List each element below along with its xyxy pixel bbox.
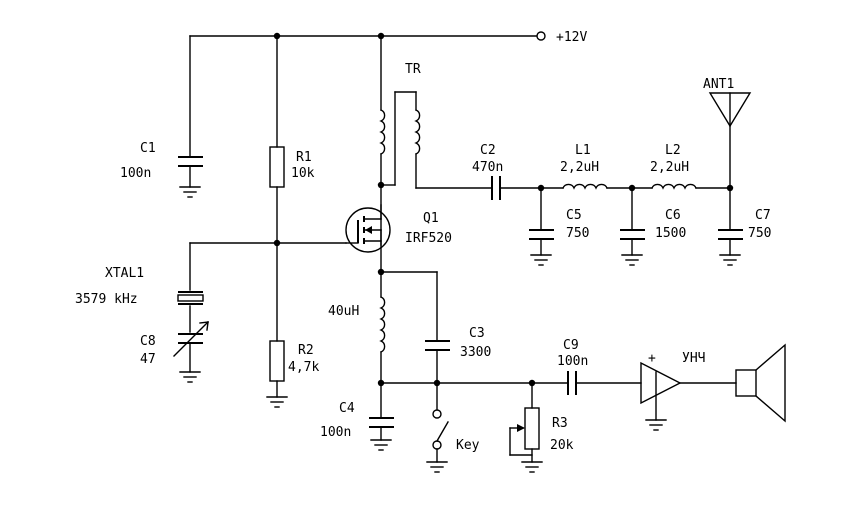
q1-mosfet: Q1 IRF520 [345,204,452,273]
c6-capacitor: C6 1500 [620,187,686,266]
c7-capacitor: C7 750 [718,187,771,266]
r2-resistor: R2 4,7k [266,242,319,408]
r2-ref: R2 [298,343,314,358]
supply-terminal [536,31,546,41]
c1-ref: C1 [140,141,156,156]
c8-trimmer-capacitor: C8 47 [140,321,209,383]
speaker [735,343,786,423]
ant1-ref: ANT1 [703,77,734,92]
choke-40uh: 40uH [328,271,386,384]
amp-plus: + [648,351,656,366]
supply-label: +12V [556,30,587,45]
key-label: Key [456,438,480,453]
c1-value: 100n [120,166,151,181]
c2-ref: C2 [480,143,496,158]
amp-label: УНЧ [682,351,705,366]
c6-ref: C6 [665,208,681,223]
ant1-antenna: ANT1 [703,77,752,189]
c8-value: 47 [140,352,156,367]
l1-value: 2,2uH [560,160,599,175]
c2-capacitor: C2 470n [472,143,564,200]
l1-inductor: L1 2,2uH [560,143,653,190]
xtal1-crystal: XTAL1 3579 kHz [75,242,204,333]
l1-ref: L1 [575,143,591,158]
xtal1-ref: XTAL1 [105,266,144,281]
c4-ref: C4 [339,401,355,416]
r1-ref: R1 [296,150,312,165]
tr-transformer: TR [377,35,492,246]
c7-value: 750 [748,226,771,241]
c3-value: 3300 [460,345,491,360]
r3-ref: R3 [552,416,568,431]
c5-capacitor: C5 750 [529,187,589,266]
audio-amplifier: + УНЧ [640,351,737,431]
c2-value: 470n [472,160,503,175]
c4-value: 100n [320,425,351,440]
c1-capacitor: C1 100n [120,141,203,198]
c5-value: 750 [566,226,589,241]
xtal1-value: 3579 kHz [75,292,138,307]
r1-value: 10k [291,166,315,181]
key-switch: Key [426,382,480,473]
c9-ref: C9 [563,338,579,353]
c3-ref: C3 [469,326,485,341]
c4-capacitor: C4 100n [320,382,394,451]
c5-ref: C5 [566,208,582,223]
c6-value: 1500 [655,226,686,241]
c9-capacitor: C9 100n [557,338,642,395]
r3-potentiometer: R3 20k [509,382,574,473]
supply-rail: +12V [189,30,587,158]
c8-ref: C8 [140,334,156,349]
l2-value: 2,2uH [650,160,689,175]
r1-resistor: R1 10k [269,35,315,244]
c3-capacitor: C3 3300 [380,271,491,384]
tr-ref: TR [405,62,421,77]
c9-value: 100n [557,354,588,369]
q1-ref: Q1 [423,211,439,226]
c7-ref: C7 [755,208,771,223]
choke-value: 40uH [328,304,359,319]
r3-value: 20k [550,438,574,453]
l2-inductor: L2 2,2uH [650,143,731,190]
r2-value: 4,7k [288,360,319,375]
q1-value: IRF520 [405,231,452,246]
l2-ref: L2 [665,143,681,158]
